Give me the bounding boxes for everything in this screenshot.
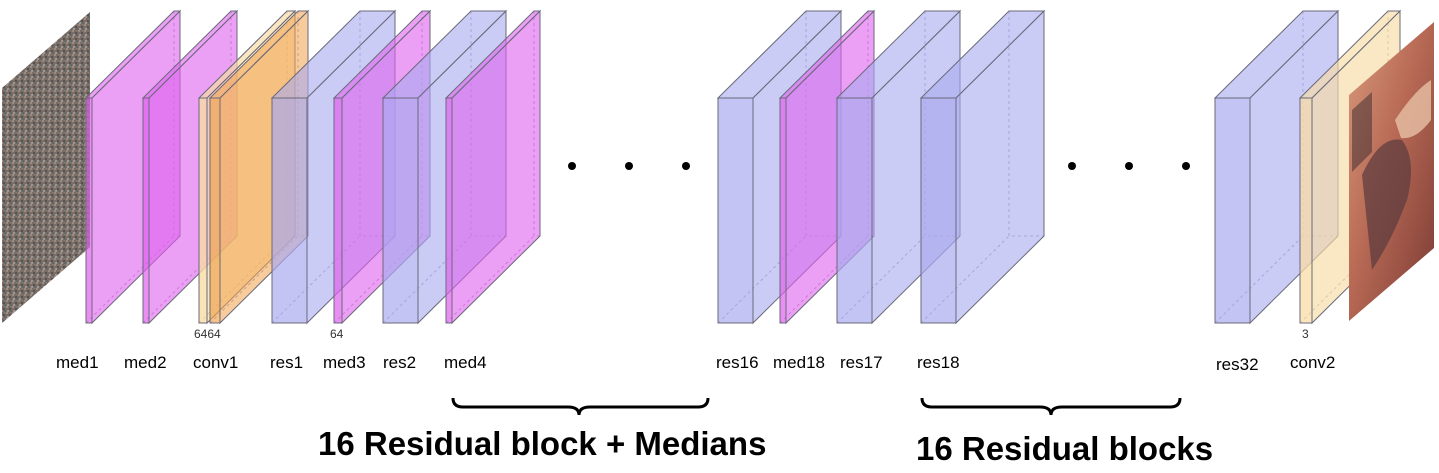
conv1-dim-label: 6464 xyxy=(194,327,221,341)
output-image xyxy=(1349,22,1434,321)
layer-blocks xyxy=(84,9,1402,325)
brace-group-1 xyxy=(451,397,710,416)
group-caption-1: 16 Residual block + Medians xyxy=(318,425,766,462)
label-conv1: conv1 xyxy=(193,353,238,372)
block-res18 xyxy=(919,9,1046,325)
conv2-dim-label: 3 xyxy=(1302,327,1309,341)
input-image xyxy=(2,12,90,323)
label-med18: med18 xyxy=(773,353,825,372)
block-med4 xyxy=(444,9,542,325)
label-res17: res17 xyxy=(840,353,883,372)
label-med1: med1 xyxy=(56,353,99,372)
label-res16: res16 xyxy=(716,353,759,372)
ellipsis-2 xyxy=(1068,162,1190,170)
group-caption-2: 16 Residual blocks xyxy=(916,430,1213,467)
label-conv2: conv2 xyxy=(1290,353,1335,372)
label-med3: med3 xyxy=(323,353,366,372)
label-res2: res2 xyxy=(383,353,416,372)
ellipsis-1 xyxy=(568,162,690,170)
label-res1: res1 xyxy=(270,353,303,372)
med3-dim-label: 64 xyxy=(330,327,344,341)
label-med4: med4 xyxy=(444,353,487,372)
label-med2: med2 xyxy=(124,353,167,372)
brace-group-2 xyxy=(920,397,1182,416)
label-res32: res32 xyxy=(1216,355,1259,374)
label-res18: res18 xyxy=(917,353,960,372)
